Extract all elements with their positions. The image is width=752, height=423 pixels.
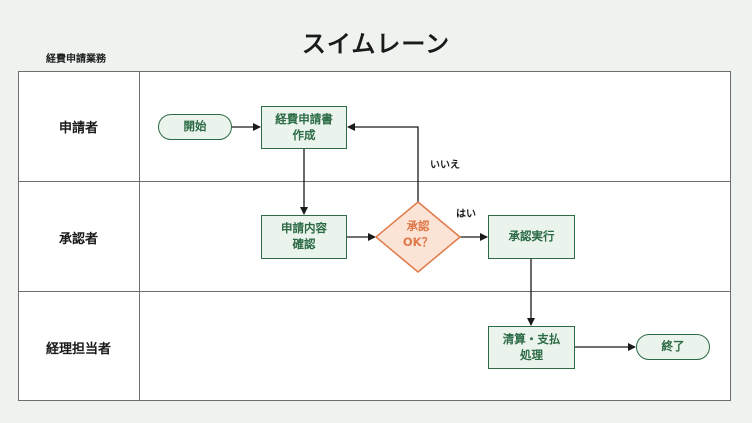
lane-label-accounting: 経理担当者 xyxy=(45,341,111,357)
lane-divider-1 xyxy=(18,181,731,182)
lane-label-divider xyxy=(139,71,140,401)
process-name: 経費申請業務 xyxy=(46,54,106,65)
review-application-step[interactable]: 申請内容 確認 xyxy=(261,215,347,259)
create-expense-report-step[interactable]: 経費申請書 作成 xyxy=(261,106,347,149)
start-label: 開始 xyxy=(183,119,207,134)
review-label-line2: 確認 xyxy=(292,237,316,251)
edge-decision-no xyxy=(347,123,419,202)
decision-label-line1: 承認 xyxy=(406,219,430,233)
lane-divider-2 xyxy=(18,291,731,292)
end-label: 終了 xyxy=(661,339,685,354)
settle-payment-step[interactable]: 清算・支払 処理 xyxy=(488,326,575,369)
diagram-title: スイムレーン xyxy=(301,30,451,58)
decision-diamond xyxy=(374,201,462,273)
settle-label-line1: 清算・支払 xyxy=(502,331,561,346)
create-label-line2: 作成 xyxy=(292,127,316,142)
decision-label-line2: OK？ xyxy=(402,234,434,249)
create-label-line1: 経費申請書 xyxy=(275,111,333,126)
edge-label-no: いいえ xyxy=(430,160,460,171)
decision-node[interactable]: 承認 OK？ xyxy=(388,219,448,250)
execute-approval-step[interactable]: 承認実行 xyxy=(488,215,575,259)
lane-label-approver: 承認者 xyxy=(58,231,98,247)
start-terminal[interactable]: 開始 xyxy=(158,114,232,140)
review-label-line1: 申請内容 xyxy=(281,221,327,236)
settle-label-line2: 処理 xyxy=(520,347,543,362)
end-terminal[interactable]: 終了 xyxy=(636,334,710,360)
lane-label-applicant: 申請者 xyxy=(58,120,98,136)
edge-label-yes: はい xyxy=(456,209,476,220)
execute-label: 承認実行 xyxy=(508,229,555,244)
